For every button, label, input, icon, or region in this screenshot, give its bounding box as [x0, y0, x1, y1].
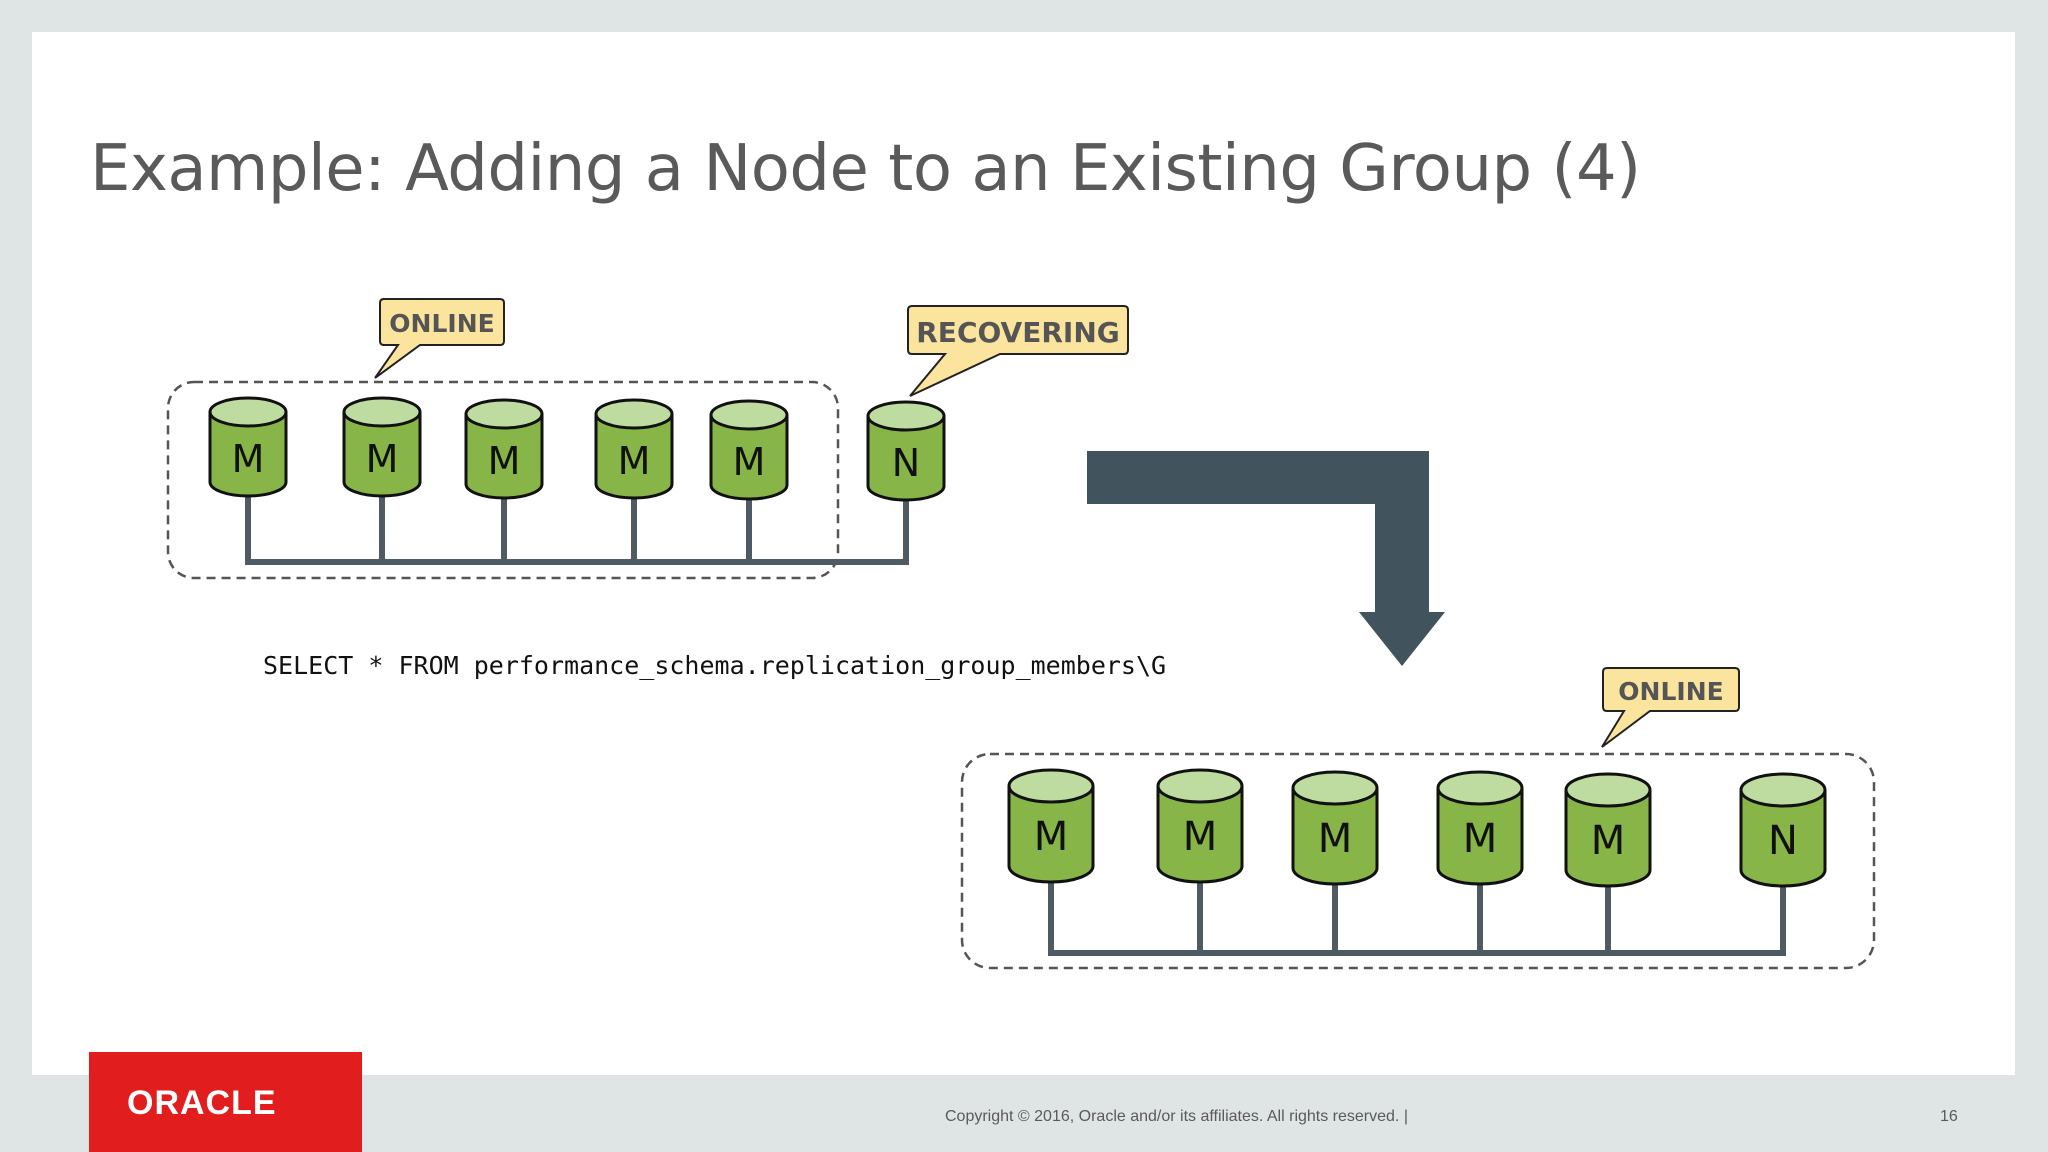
database-node: M — [709, 399, 789, 501]
slide-canvas — [32, 32, 2015, 1075]
database-node: M — [208, 396, 288, 498]
node-label: M — [488, 439, 521, 483]
database-node: M — [1291, 770, 1379, 886]
network-bus — [245, 495, 909, 565]
node-label: M — [618, 439, 651, 483]
after-group: M M M M M N ONLINE — [960, 667, 1876, 970]
node-label: M — [366, 437, 399, 481]
database-node: M — [464, 398, 544, 500]
callout-label: ONLINE — [389, 309, 494, 338]
slide-title: Example: Adding a Node to an Existing Gr… — [90, 132, 1641, 206]
node-label: M — [1318, 816, 1353, 862]
before-group: M M M M M N ONLINE — [166, 298, 1129, 580]
node-label: N — [1768, 818, 1798, 864]
database-node: M — [1156, 768, 1244, 884]
node-label: M — [232, 437, 265, 481]
oracle-logo: ORACLE — [89, 1052, 362, 1152]
database-node: M — [594, 398, 674, 500]
logo-wordmark: ORACLE — [127, 1084, 277, 1122]
network-bus — [1048, 874, 1786, 956]
node-label: N — [892, 441, 920, 485]
callout-label: ONLINE — [1618, 677, 1723, 706]
copyright-notice: Copyright © 2016, Oracle and/or its affi… — [945, 1108, 1408, 1125]
database-node: M — [1436, 770, 1524, 886]
node-label: M — [1183, 814, 1218, 860]
group-boundary — [166, 380, 840, 580]
node-label: M — [1463, 816, 1498, 862]
database-node-new: N — [866, 400, 946, 502]
transition-arrow — [1087, 451, 1445, 666]
database-node-new: N — [1739, 772, 1827, 888]
database-node: M — [1564, 772, 1652, 888]
callout-online: ONLINE — [374, 298, 505, 379]
node-label: M — [1591, 818, 1626, 864]
group-boundary — [960, 752, 1876, 970]
callout-label: RECOVERING — [916, 316, 1119, 349]
sql-statement: SELECT * FROM performance_schema.replica… — [263, 651, 1166, 680]
node-label: M — [733, 440, 766, 484]
callout-recovering: RECOVERING — [907, 305, 1129, 397]
database-node: M — [342, 396, 422, 498]
page-number: 16 — [1940, 1108, 1958, 1125]
callout-online-after: ONLINE — [1601, 667, 1740, 748]
database-node: M — [1007, 768, 1095, 884]
node-label: M — [1034, 814, 1069, 860]
